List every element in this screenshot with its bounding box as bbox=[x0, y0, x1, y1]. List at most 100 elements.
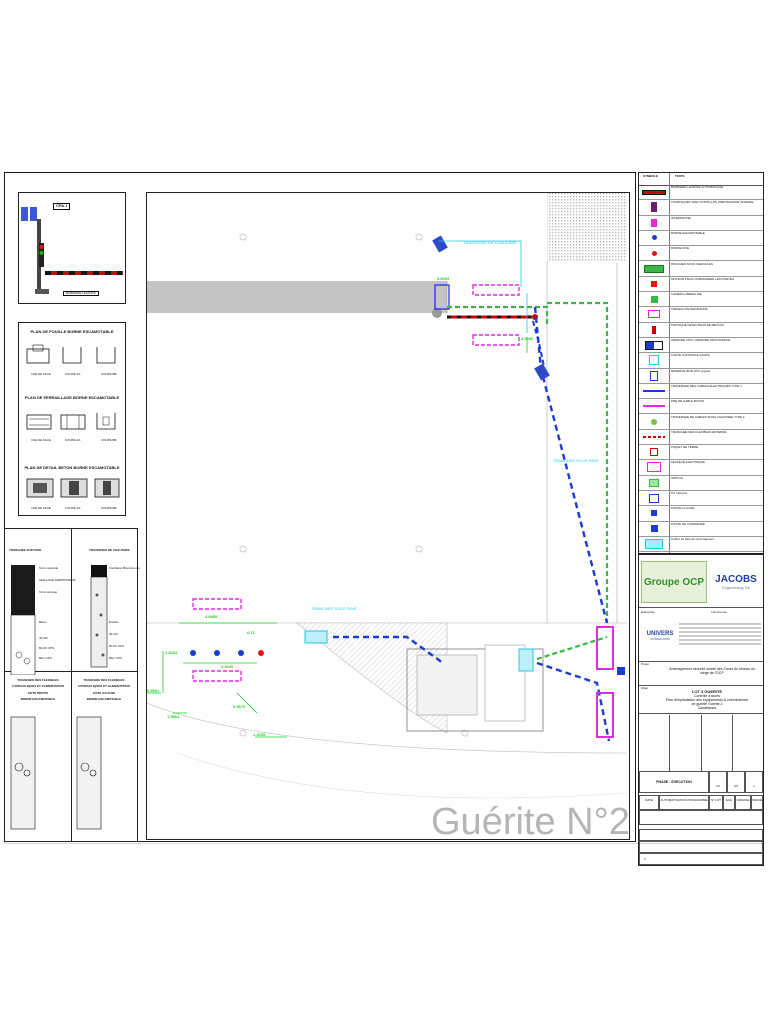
objet-line: LOT 3 GUERITE bbox=[691, 689, 723, 694]
legend-item-label: BORNE ESCAMOTABLE bbox=[671, 231, 705, 235]
legend-row: BARRIERE LEVANTE AUTOMATIQUE bbox=[639, 185, 763, 201]
univers-logo-sub: CONSULTING bbox=[650, 637, 670, 641]
legend-row: MOTEUR POUR COMMANDER LES PORTES bbox=[639, 277, 763, 293]
trench-title-line: COTE GAUCHE bbox=[92, 690, 116, 695]
code-label: ECH bbox=[725, 798, 733, 802]
dimension-label: 4.0850 bbox=[521, 336, 534, 341]
tb-divider bbox=[639, 713, 763, 714]
legend-symbol-icon bbox=[641, 538, 667, 550]
ocp-logo-text: Groupe OCP bbox=[643, 576, 704, 588]
drawing-border bbox=[4, 172, 636, 842]
legend-symbol-icon bbox=[641, 431, 667, 443]
legend-symbol-icon bbox=[641, 263, 667, 275]
phase-label: PHASE : EXECUTION bbox=[656, 780, 692, 784]
legend-symbol-icon bbox=[641, 507, 667, 519]
legend-symbol-icon bbox=[641, 247, 667, 259]
barrier-note: BARRIERE LEVANTE bbox=[63, 291, 99, 297]
code-row: DATE AUTOMATISATION PROGRAMME N° LOT ECH… bbox=[639, 795, 763, 825]
univers-logo-text: UNIVERS bbox=[646, 631, 674, 637]
dimension-label: 4.0859 bbox=[205, 614, 218, 619]
tb-divider bbox=[639, 685, 763, 686]
signature-box bbox=[702, 715, 733, 771]
drawing-title: Guérite N°2 bbox=[431, 801, 630, 843]
revision-row: 0 bbox=[639, 853, 763, 865]
plan-caption: COUPE AA bbox=[65, 372, 81, 376]
legend-header-text: TEXTE bbox=[675, 174, 685, 178]
plan-caption: COUPE BB bbox=[101, 438, 117, 442]
legend-symbol-icon bbox=[641, 354, 667, 366]
dimension-label: 0.5670 bbox=[233, 704, 246, 709]
dimension-label: 1.3305 bbox=[253, 732, 266, 737]
label-tranchee-sous-pave: TRANCHEE SOUS PAVE bbox=[311, 606, 357, 611]
legend-row: PRE DE GABLE BUTON bbox=[639, 399, 763, 415]
legend-symbol-icon bbox=[641, 385, 667, 397]
tranchee-sur-pave-title: TRANCHEE SUR PAVE bbox=[9, 548, 42, 552]
code-label: INDICE bbox=[752, 798, 763, 802]
layer-label: 40 GR bbox=[109, 632, 118, 636]
legend-row: TABLEAU DE REGROUPE bbox=[639, 307, 763, 323]
trench-divider bbox=[5, 671, 137, 672]
objet-line: de guerite Guerite 2 bbox=[691, 702, 723, 706]
legend-item-label: PC / Ecrans bbox=[671, 492, 688, 495]
legend-item-label: RESERVE RFID PVC (Ligne) bbox=[671, 369, 711, 373]
legend-symbol-icon bbox=[641, 324, 667, 336]
legend-symbol-icon bbox=[641, 523, 667, 535]
objet-value: LOT 3 GUERITE Contrôle d'accès Plan d'im… bbox=[653, 689, 761, 710]
logo-row: Groupe OCP JACOBS Engineering SA bbox=[641, 559, 763, 605]
title-block: Groupe OCP JACOBS Engineering SA Entrepr… bbox=[638, 554, 764, 866]
jacobs-logo: JACOBS Engineering SA bbox=[709, 562, 763, 602]
legend-row: Coffret de baie de raccordement bbox=[639, 537, 763, 553]
code-value-row bbox=[639, 810, 763, 825]
bollard-plans-panel: PLAN DE FOUILLE BORNE ESCAMOTABLE VUE DE… bbox=[18, 322, 126, 516]
legend-item-label: CARTE CONTROLE STOPS bbox=[671, 354, 710, 358]
code-cell: ECH bbox=[723, 795, 735, 810]
legend-row: BORNE FIXE bbox=[639, 246, 763, 262]
code-cell: N° LOT bbox=[709, 795, 723, 810]
main-plan-area: TRAVERSEE DE CHAUSSEE TRANCHEE SOUS PAVE… bbox=[146, 192, 630, 843]
legend-symbol-icon bbox=[641, 293, 667, 305]
jacobs-logo-sub: Engineering SA bbox=[722, 585, 750, 590]
legend-symbol-icon bbox=[641, 446, 667, 458]
legend-table: SYMBOLE TEXTE BARRIERE LEVANTE AUTOMATIQ… bbox=[638, 172, 764, 554]
legend-row: CARTE CONTROLE STOPS bbox=[639, 353, 763, 369]
legend-column-divider bbox=[669, 173, 670, 553]
sheet-number-cell: 1 bbox=[745, 771, 763, 793]
entreprise-value: L'Entreprise bbox=[711, 610, 727, 614]
revision-row bbox=[639, 829, 763, 841]
dimension-label: 6.71 bbox=[247, 630, 255, 635]
legend-row: TRAVERSEE DE CABLES SOUS CHAUSSEE TYPE 2 bbox=[639, 415, 763, 430]
layer-label: Bloc CPS bbox=[39, 656, 52, 660]
layer-label: GRILLAGE AVERTISSEUR bbox=[39, 578, 76, 582]
trench-title-line: TRANCHEE DES FLEXIBLES bbox=[17, 678, 59, 682]
legend-symbol-icon bbox=[641, 186, 667, 198]
entreprise-label: Entreprise bbox=[641, 610, 655, 614]
plan-title-ferraillage: PLAN DE FERRAILLAGE BORNE ESCAMOTABLE bbox=[24, 395, 120, 400]
legend-item-label: BOUCHES SOUS VEHICULES bbox=[671, 262, 714, 266]
code-cell: AUTOMATISATION PROGRAMME bbox=[659, 795, 709, 810]
jacobs-logo-text: JACOBS bbox=[715, 574, 757, 585]
dimension-label: 1.5564 bbox=[167, 714, 180, 719]
tb-divider bbox=[639, 661, 763, 662]
legend-item-label: CAMERA LIBERALISE bbox=[671, 293, 702, 297]
legend-row: PIQUET DE TERRE bbox=[639, 445, 763, 461]
label-tranchee-sous-pave: TRANCHEE SOUS PAVE bbox=[553, 458, 599, 463]
univers-logo: UNIVERS CONSULTING bbox=[643, 621, 677, 651]
trench-title-line: HYDRAULIQUES ET ALIMENTATION bbox=[12, 684, 64, 689]
legend-item-label: SWITCH bbox=[671, 476, 683, 480]
revision-row bbox=[639, 841, 763, 853]
legend-row: INTERPHONE bbox=[639, 216, 763, 231]
legend-symbol-icon bbox=[641, 201, 667, 213]
legend-row: RESERVE RFID PVC (Ligne) bbox=[639, 369, 763, 384]
plan-caption: COUPE BB bbox=[101, 506, 117, 510]
legend-item-label: TRAVERSEE DE CABLES SOUS CHAUSSEE TYPE 2 bbox=[671, 415, 745, 419]
layer-label: Beton bbox=[39, 620, 47, 624]
legend-item-label: TRAVERSEE DES CABLES ELECTRIQUES TYPE 1 bbox=[671, 384, 742, 388]
layer-label: Bloc CPS bbox=[109, 656, 122, 660]
legend-row: TRAVERSEE DES CABLES ELECTRIQUES TYPE 1 bbox=[639, 384, 763, 400]
legend-row: TOURNIQUET AVEC PORTILLON PMR MACHINE IN… bbox=[639, 200, 763, 216]
legend-symbol-icon bbox=[641, 416, 667, 428]
legend-row: BORNE ESCAMOTABLE bbox=[639, 231, 763, 247]
legend-symbol-icon bbox=[641, 232, 667, 244]
legend-row: POSTE DE COMMANDE bbox=[639, 522, 763, 537]
barrier-tag: CPA 1 bbox=[53, 203, 71, 210]
